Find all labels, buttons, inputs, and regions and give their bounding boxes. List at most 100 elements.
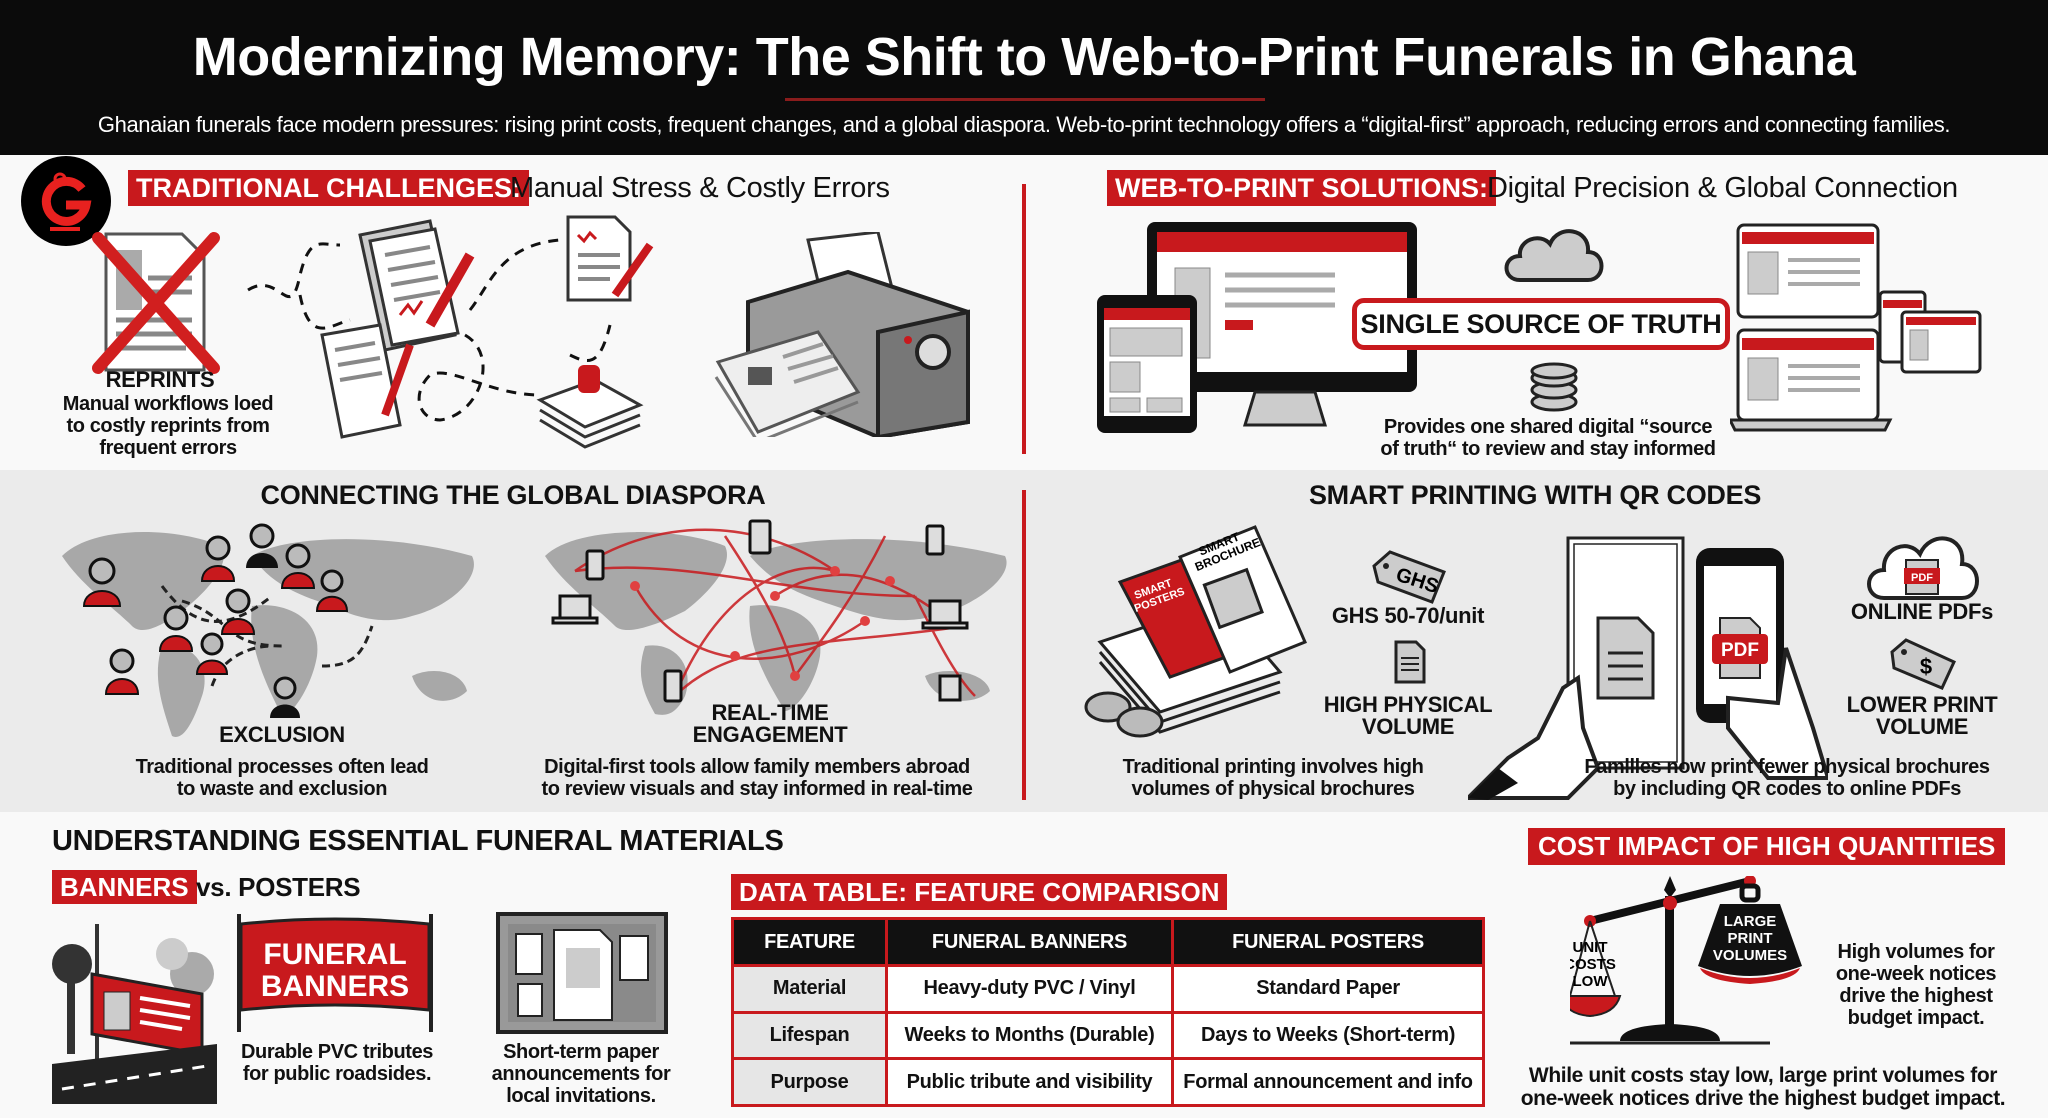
traditional-caption-line: volumes of physical brochures bbox=[1131, 778, 1415, 800]
table-cell: Material bbox=[731, 964, 888, 1014]
table-cell: Standard Paper bbox=[1171, 964, 1485, 1014]
solutions-caption-line: of truth“ to review and stay informed bbox=[1380, 438, 1716, 460]
header-banner bbox=[0, 0, 2048, 155]
g-logo-icon bbox=[21, 156, 111, 246]
engagement-caption-line: to review visuals and stay informed in r… bbox=[541, 778, 973, 800]
table-cell: Lifespan bbox=[731, 1010, 888, 1061]
weight-label: LARGE bbox=[1724, 913, 1777, 930]
banners-tag: BANNERS bbox=[52, 870, 197, 904]
engagement-label-line: ENGAGEMENT bbox=[692, 722, 848, 747]
solutions-title: Digital Precision & Global Connection bbox=[1487, 172, 1958, 204]
price-tag-icon: GHS bbox=[1372, 550, 1446, 604]
weight-label: PRINT bbox=[1728, 930, 1773, 947]
table-cell: Public tribute and visibility bbox=[885, 1057, 1174, 1107]
qr-title: SMART PRINTING WITH QR CODES bbox=[1308, 480, 1762, 510]
banner-caption-line: Durable PVC tributes bbox=[240, 1041, 434, 1063]
printer-icon bbox=[714, 232, 970, 437]
reprints-caption-line: to costly reprints from bbox=[66, 415, 270, 437]
database-icon bbox=[1530, 362, 1578, 412]
poster-caption-line: local invitations. bbox=[506, 1085, 656, 1107]
section-divider bbox=[1022, 490, 1026, 800]
banner-sign-text: BANNERS bbox=[261, 970, 409, 1003]
manual-edits-workflow-illustration bbox=[247, 215, 654, 449]
families-caption-line: Famllles now print fewer physical brochu… bbox=[1584, 756, 1990, 778]
table-cell: Weeks to Months (Durable) bbox=[885, 1010, 1174, 1061]
page-subtitle: Ghanaian funerals face modern pressures:… bbox=[97, 112, 1951, 137]
engagement-label-line: REAL-TIME bbox=[711, 700, 829, 725]
dollar-tag-icon: $ bbox=[1890, 638, 1956, 690]
cost-side-text: High volumes for bbox=[1837, 941, 1995, 963]
table-row: Lifespan Weeks to Months (Durable) Days … bbox=[731, 1010, 1485, 1061]
poster-caption-line: Short-term paper bbox=[503, 1041, 659, 1063]
price-per-unit: GHS 50-70/unit bbox=[1331, 603, 1485, 628]
pan-label: UNIT bbox=[1573, 939, 1608, 956]
edited-document-icon bbox=[566, 215, 654, 302]
single-source-badge: SINGLE SOURCE OF TRUTH bbox=[1352, 298, 1730, 350]
challenges-tag: TRADITIONAL CHALLENGES: bbox=[128, 170, 529, 206]
edited-document-icon bbox=[358, 219, 475, 352]
funeral-banner-sign: FUNERAL BANNERS bbox=[237, 914, 433, 1032]
families-caption-line: by including QR codes to online PDFs bbox=[1613, 778, 1961, 800]
lower-volume-label: LOWER PRINT bbox=[1846, 692, 1998, 717]
challenges-title: Manual Stress & Costly Errors bbox=[510, 172, 890, 204]
banner-sign-text: FUNERAL bbox=[263, 938, 406, 971]
poster-caption-line: announcements for bbox=[491, 1063, 671, 1085]
world-map-engagement bbox=[545, 519, 1007, 715]
table-row: Material Heavy-duty PVC / Vinyl Standard… bbox=[731, 964, 1485, 1014]
cost-side-text: drive the highest bbox=[1839, 985, 1993, 1007]
pan-label: COSTS bbox=[1570, 956, 1616, 973]
reprints-caption-line: frequent errors bbox=[99, 437, 237, 459]
paper-stack-icon bbox=[536, 365, 644, 449]
desktop-and-tablet-icon bbox=[1097, 222, 1417, 433]
cost-side-text: budget impact. bbox=[1847, 1007, 1985, 1029]
vs-posters-label: vs. POSTERS bbox=[196, 872, 361, 902]
table-cell: Days to Weeks (Short-term) bbox=[1171, 1010, 1485, 1061]
lower-volume-label: VOLUME bbox=[1875, 714, 1969, 739]
table-cell: Heavy-duty PVC / Vinyl bbox=[885, 964, 1174, 1014]
document-icon bbox=[1394, 640, 1426, 684]
cloud-pdf-text: PDF bbox=[1911, 572, 1933, 584]
cost-caption-line: one-week notices drive the highest budge… bbox=[1520, 1087, 2006, 1110]
cost-side-text: one-week notices bbox=[1835, 963, 1997, 985]
engagement-caption-line: Digital-first tools allow family members… bbox=[544, 756, 970, 778]
reprints-label: REPRINTS bbox=[105, 367, 215, 392]
pdf-badge-text: PDF bbox=[1721, 640, 1759, 661]
pan-label: LOW bbox=[1573, 973, 1609, 990]
person-icon bbox=[82, 523, 349, 718]
traditional-caption-line: Traditional printing involves high bbox=[1122, 756, 1424, 778]
solutions-caption-line: Provides one shared digital “source bbox=[1383, 416, 1713, 438]
diaspora-title: CONNECTING THE GLOBAL DIASPORA bbox=[260, 480, 766, 510]
column-header: FUNERAL BANNERS bbox=[885, 917, 1174, 967]
high-volume-label: HIGH PHYSICAL bbox=[1323, 692, 1493, 717]
table-row: Purpose Public tribute and visibility Fo… bbox=[731, 1057, 1485, 1107]
roadside-billboard-icon bbox=[52, 924, 217, 1104]
high-volume-label: VOLUME bbox=[1361, 714, 1455, 739]
weight-label: VOLUMES bbox=[1713, 947, 1787, 964]
title-underline bbox=[785, 98, 1265, 101]
cloud-icon bbox=[1504, 229, 1604, 282]
table-tag: DATA TABLE: FEATURE COMPARISON bbox=[731, 874, 1228, 910]
banner-caption-line: for public roadsides. bbox=[242, 1063, 432, 1085]
dollar-tag-text: $ bbox=[1920, 654, 1932, 679]
solutions-tag: WEB-TO-PRINT SOLUTIONS: bbox=[1107, 170, 1496, 206]
brochure-stack-icon: SMART BROCHURE SMART POSTERS bbox=[1084, 525, 1307, 738]
column-header: FUNERAL POSTERS bbox=[1171, 917, 1485, 967]
cost-caption-line: While unit costs stay low, large print v… bbox=[1528, 1064, 1998, 1087]
hands-with-brochure-and-phone: PDF bbox=[1468, 536, 1828, 800]
edited-document-icon bbox=[320, 323, 414, 439]
exclusion-caption-line: to waste and exclusion bbox=[176, 778, 388, 800]
reprints-caption-line: Manual workflows loed bbox=[62, 393, 274, 415]
world-map-exclusion bbox=[62, 523, 474, 737]
coins-icon bbox=[1084, 691, 1164, 738]
section-divider bbox=[1022, 184, 1026, 454]
poster-board-icon bbox=[496, 912, 668, 1034]
cloud-pdf-icon: PDF bbox=[1867, 536, 1979, 600]
table-cell: Purpose bbox=[731, 1057, 888, 1107]
multiple-devices-icon bbox=[1730, 223, 1982, 432]
device-icons bbox=[551, 519, 969, 703]
table-header-row: FEATURE FUNERAL BANNERS FUNERAL POSTERS bbox=[731, 917, 1485, 967]
page-title: Modernizing Memory: The Shift to Web-to-… bbox=[192, 27, 1856, 87]
balance-scale-icon: UNIT COSTS LOW LARGE PRINT VOLUMES bbox=[1570, 876, 1802, 1045]
online-pdfs-label: ONLINE PDFs bbox=[1850, 599, 1994, 624]
feature-comparison-table: FEATURE FUNERAL BANNERS FUNERAL POSTERS … bbox=[731, 917, 1485, 1107]
